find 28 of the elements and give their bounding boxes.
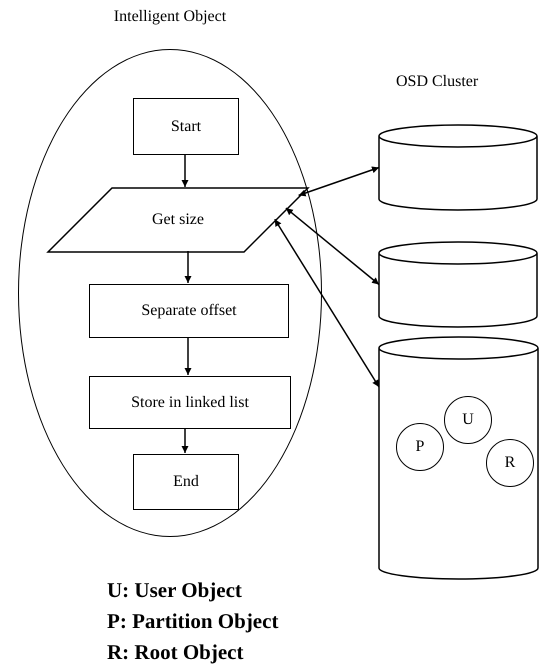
object-letter: U	[462, 411, 474, 429]
arrow	[182, 428, 188, 453]
input-parallelogram	[48, 188, 308, 252]
node-label: Get size	[152, 211, 204, 229]
arrow	[182, 154, 188, 187]
object-letter: R	[504, 454, 516, 472]
process-box	[89, 284, 289, 338]
node-label: End	[173, 473, 199, 491]
arrow	[274, 218, 380, 388]
key-entry: R: Root Object	[107, 639, 244, 666]
arrow	[285, 208, 380, 286]
process-box	[89, 376, 291, 429]
storage-cylinder	[379, 242, 537, 327]
group-title: Intelligent Object	[112, 8, 228, 26]
cluster-title: OSD Cluster	[396, 73, 478, 91]
storage-cylinder	[379, 337, 538, 579]
key-entry: U: User Object	[107, 577, 243, 604]
key-entry: P: Partition Object	[107, 608, 278, 635]
storage-cylinder	[379, 125, 537, 210]
node-label: Start	[170, 118, 202, 136]
node-label: Separate offset	[141, 302, 237, 320]
process-box	[133, 98, 239, 155]
node-label: Store in linked list	[131, 394, 249, 412]
arrow	[184, 251, 192, 283]
arrow	[184, 337, 192, 375]
object-letter: P	[416, 438, 424, 456]
process-box	[133, 454, 239, 510]
arrow	[298, 166, 380, 196]
